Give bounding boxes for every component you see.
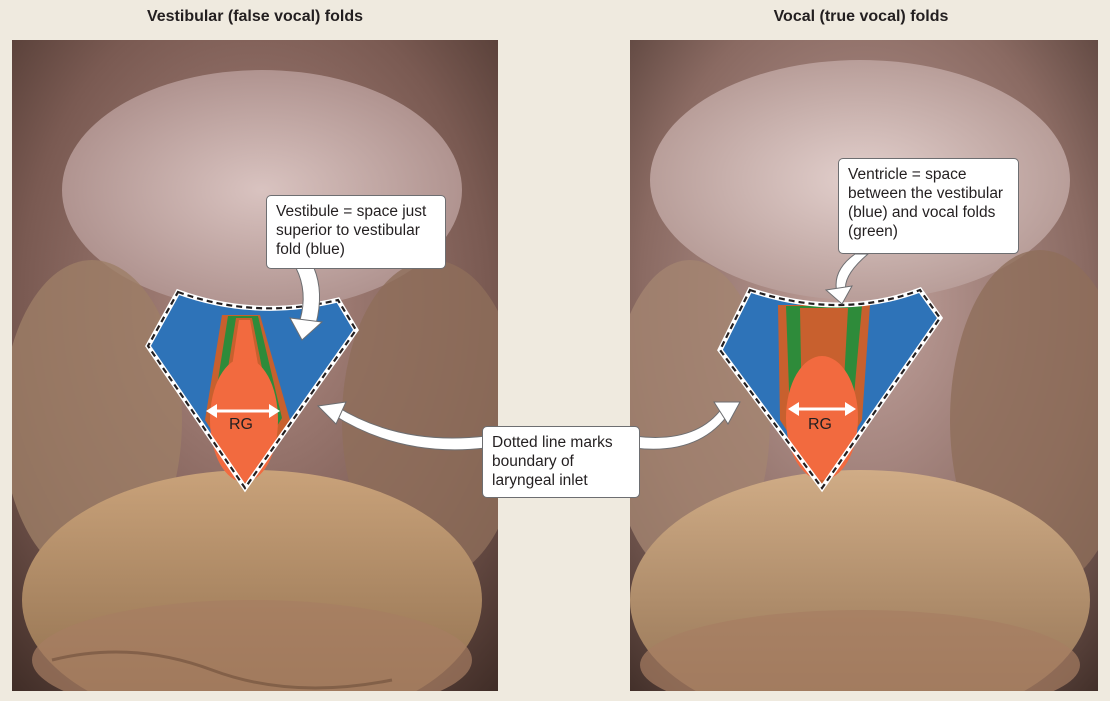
ventricle-callout: Ventricle = space between the vestibular…	[838, 158, 1019, 254]
left-rg-label: RG	[229, 416, 253, 433]
left-panel-title: Vestibular (false vocal) folds	[146, 8, 364, 25]
left-larynx-photo	[12, 40, 498, 691]
laryngeal-inlet-callout: Dotted line marks boundary of laryngeal …	[482, 426, 640, 498]
right-rg-label: RG	[808, 416, 832, 433]
right-larynx-photo	[630, 40, 1098, 691]
vestibule-callout: Vestibule = space just superior to vesti…	[266, 195, 446, 269]
right-panel-title: Vocal (true vocal) folds	[773, 8, 949, 25]
